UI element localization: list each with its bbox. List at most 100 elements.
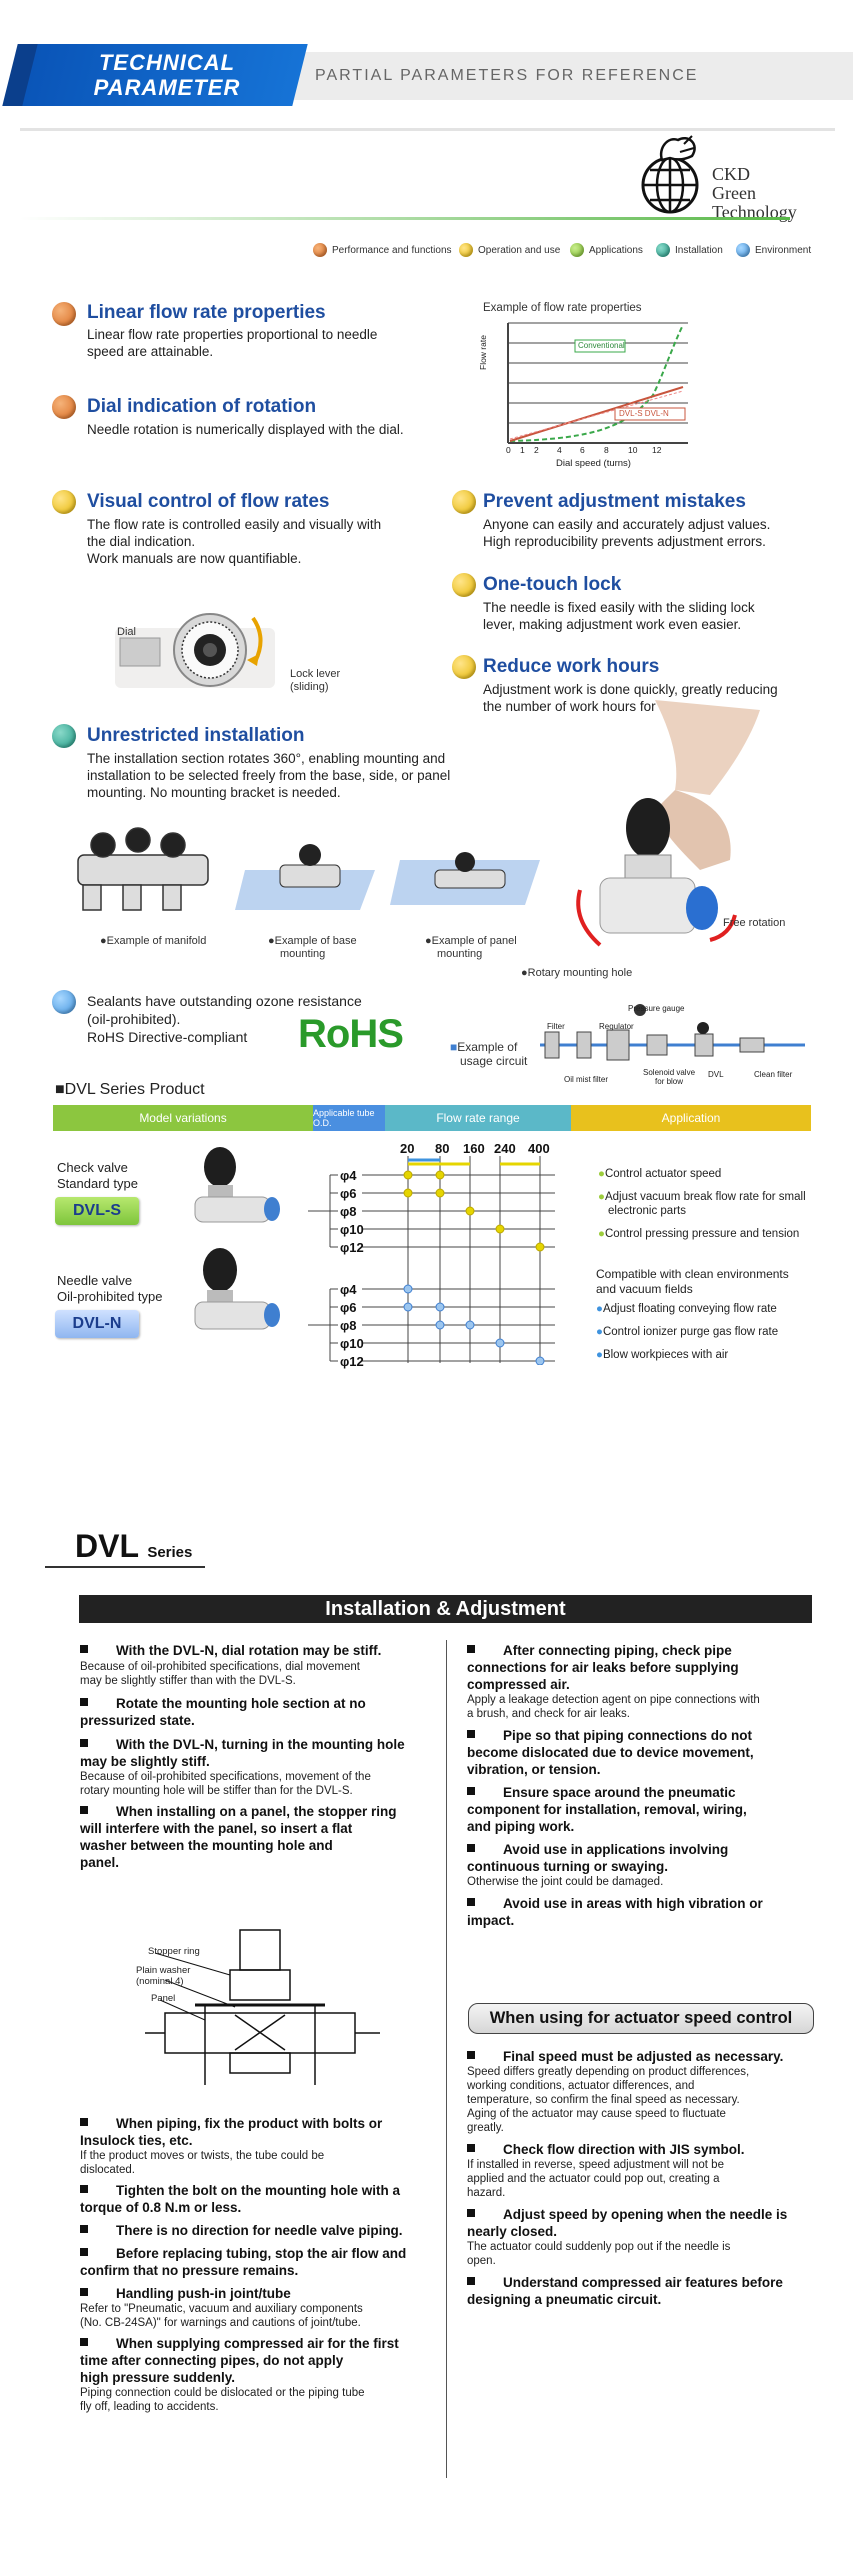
install-heading: Understand compressed air features befor… bbox=[503, 2275, 783, 2290]
logo-line2: Green bbox=[712, 183, 756, 203]
yellow-bullet-icon bbox=[52, 490, 76, 514]
size-label: φ12 bbox=[340, 1354, 364, 1369]
blue-bullet-icon bbox=[52, 990, 76, 1014]
square-bullet-icon bbox=[467, 1844, 475, 1852]
install-note: rotary mounting hole will be stiffer tha… bbox=[80, 1785, 353, 1797]
install-note: may be slightly stiffer than with the DV… bbox=[80, 1675, 296, 1687]
app-item-text: Control actuator speed bbox=[604, 1168, 722, 1180]
legend-label: Performance and functions bbox=[332, 244, 452, 256]
teal-bullet-icon bbox=[52, 724, 76, 748]
install-heading: may be slightly stiff. bbox=[80, 1754, 210, 1769]
install-note: a brush, and check for air leaks. bbox=[467, 1708, 630, 1720]
logo-line1: CKD bbox=[712, 164, 751, 184]
series-title: DVL Series bbox=[75, 1528, 192, 1565]
install-note: Aging of the actuator may cause speed to… bbox=[467, 2108, 726, 2120]
dial-product-image bbox=[115, 613, 275, 688]
chart-tick: 8 bbox=[604, 445, 609, 455]
legend-installation: Installation bbox=[656, 243, 723, 257]
feature-title-visual: Visual control of flow rates bbox=[87, 491, 330, 512]
chart-tick: 12 bbox=[652, 445, 662, 455]
lock-lever-line: (sliding) bbox=[290, 681, 329, 693]
feature-text-line: Linear flow rate properties proportional… bbox=[87, 327, 378, 342]
diagram-panel-label: Panel bbox=[151, 1993, 176, 2004]
square-bullet-icon bbox=[467, 2051, 475, 2059]
app-item-text: electronic parts bbox=[608, 1205, 686, 1217]
feature-text-line: RoHS Directive-compliant bbox=[87, 1029, 248, 1045]
size-label: φ8 bbox=[340, 1204, 357, 1219]
rotary-hole-label: ●Rotary mounting hole bbox=[521, 967, 633, 979]
chart-tick: 6 bbox=[580, 445, 585, 455]
usage-circuit-line: Example of bbox=[457, 1040, 518, 1054]
install-heading: designing a pneumatic circuit. bbox=[467, 2292, 662, 2307]
install-section-bar: Installation & Adjustment bbox=[79, 1595, 812, 1623]
square-bullet-icon bbox=[467, 2209, 475, 2217]
app-item-text: Control ionizer purge gas flow rate bbox=[602, 1326, 779, 1338]
install-heading: will interfere with the panel, so insert… bbox=[80, 1821, 353, 1836]
diagram-stopper-label: Stopper ring bbox=[148, 1946, 200, 1957]
circuit-solenoid: Solenoid valve for blow bbox=[643, 1068, 695, 1086]
flow-rate-chart bbox=[507, 322, 688, 444]
install-right-column-2: Final speed must be adjusted as necessar… bbox=[467, 2048, 817, 2308]
app-intro: and vacuum fields bbox=[596, 1282, 693, 1296]
install-note: (No. CB-24SA)" for warnings and cautions… bbox=[80, 2317, 361, 2329]
feature-title-reduce: Reduce work hours bbox=[483, 656, 660, 677]
chart-ylabel: Flow rate bbox=[478, 335, 488, 370]
yellow-bullet-icon bbox=[452, 490, 476, 514]
install-heading: Rotate the mounting hole section at no bbox=[116, 1696, 366, 1711]
install-note: applied and the actuator could pop out, … bbox=[467, 2173, 720, 2185]
legend-label: Installation bbox=[675, 244, 723, 256]
feature-text-line: High reproducibility prevents adjustment… bbox=[483, 534, 766, 549]
feature-text-line: The needle is fixed easily with the slid… bbox=[483, 600, 755, 615]
flow-value: 240 bbox=[494, 1141, 516, 1156]
install-heading: Check flow direction with JIS symbol. bbox=[503, 2142, 745, 2157]
teal-dot-icon bbox=[656, 243, 670, 257]
manifold-image bbox=[77, 827, 209, 911]
flow-value: 160 bbox=[463, 1141, 485, 1156]
install-heading: Handling push-in joint/tube bbox=[116, 2286, 291, 2301]
size-label: φ4 bbox=[340, 1168, 357, 1183]
orange-bullet-icon bbox=[52, 302, 76, 326]
header-tube: Applicable tube O.D. bbox=[313, 1105, 385, 1131]
feature-title-linear: Linear flow rate properties bbox=[87, 302, 326, 323]
install-right-column: After connecting piping, check pipe conn… bbox=[467, 1642, 817, 1929]
install-note: open. bbox=[467, 2255, 496, 2267]
install-heading: Tighten the bolt on the mounting hole wi… bbox=[116, 2183, 400, 2198]
square-bullet-icon bbox=[80, 1806, 88, 1814]
logo-text: CKD Green Technology bbox=[712, 165, 797, 222]
square-bullet-icon bbox=[467, 1787, 475, 1795]
dvln-label: Needle valve Oil-prohibited type bbox=[57, 1273, 163, 1305]
install-heading: vibration, or tension. bbox=[467, 1762, 601, 1777]
caption-manifold: ●Example of manifold bbox=[100, 935, 207, 947]
square-bullet-icon bbox=[467, 1730, 475, 1738]
square-bullet-icon bbox=[80, 2338, 88, 2346]
feature-title-dial: Dial indication of rotation bbox=[87, 396, 317, 417]
install-note: Because of oil-prohibited specifications… bbox=[80, 1661, 360, 1673]
flow-value: 400 bbox=[528, 1141, 550, 1156]
series-title-main: DVL bbox=[75, 1528, 139, 1564]
circuit-filter: Filter bbox=[547, 1022, 565, 1031]
green-divider bbox=[20, 217, 790, 220]
install-heading: With the DVL-N, dial rotation may be sti… bbox=[116, 1643, 382, 1658]
banner-subtitle: PARTIAL PARAMETERS FOR REFERENCE bbox=[315, 67, 699, 84]
size-label: φ8 bbox=[340, 1318, 357, 1333]
caption-base: ●Example of base mounting bbox=[268, 935, 357, 960]
feature-text-line: the number of work hours for setup. bbox=[483, 699, 697, 714]
circuit-pressure-gauge: Pressure gauge bbox=[628, 1004, 685, 1013]
install-heading: torque of 0.8 N.m or less. bbox=[80, 2200, 242, 2215]
install-note: Because of oil-prohibited specifications… bbox=[80, 1771, 371, 1783]
header-app: Application bbox=[571, 1105, 811, 1131]
square-bullet-icon bbox=[80, 1739, 88, 1747]
square-bullet-icon bbox=[80, 2118, 88, 2126]
dvln-label-line: Oil-prohibited type bbox=[57, 1289, 163, 1304]
app-item-text: Adjust floating conveying flow rate bbox=[602, 1303, 777, 1315]
dvls-product-image bbox=[194, 1147, 280, 1223]
header-model: Model variations bbox=[53, 1105, 313, 1131]
panel-install-diagram bbox=[145, 1929, 380, 2085]
product-heading: ■DVL Series Product bbox=[55, 1081, 205, 1098]
feature-text-line: Adjustment work is done quickly, greatly… bbox=[483, 682, 778, 697]
install-heading: continuous turning or swaying. bbox=[467, 1859, 668, 1874]
orange-dot-icon bbox=[313, 243, 327, 257]
install-note: If the product moves or twists, the tube… bbox=[80, 2150, 325, 2162]
app-item-text: Blow workpieces with air bbox=[602, 1349, 729, 1361]
size-label: φ10 bbox=[340, 1336, 364, 1351]
